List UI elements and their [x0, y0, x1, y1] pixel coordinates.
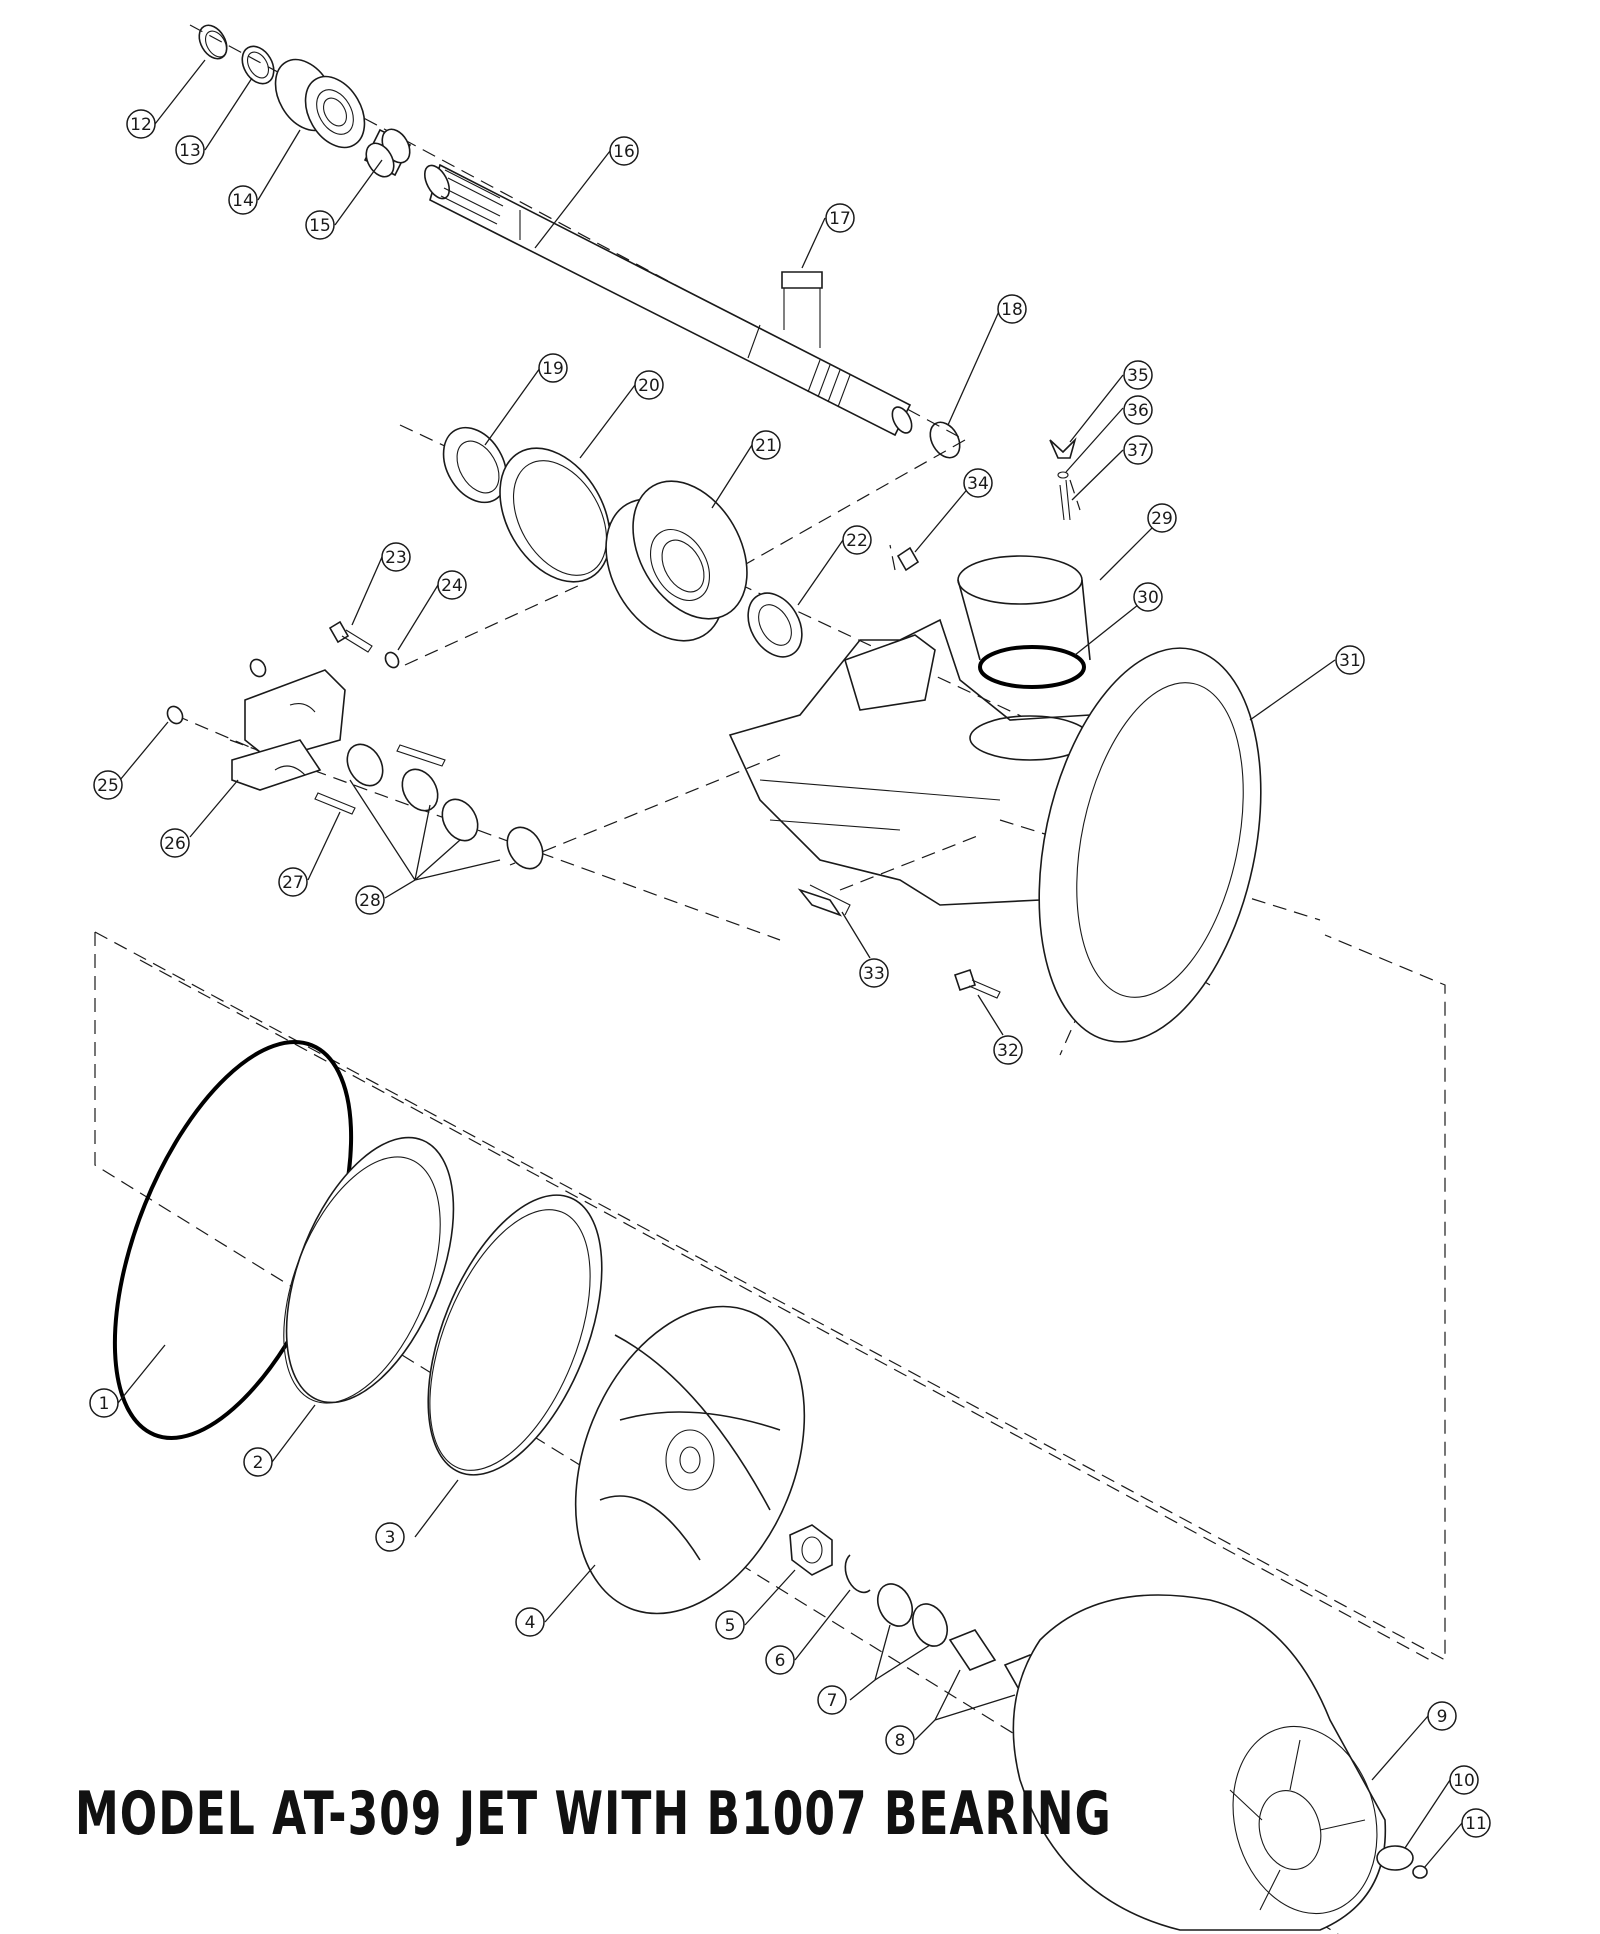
callout-20: 20: [634, 370, 664, 400]
svg-text:6: 6: [775, 1651, 786, 1671]
jet-housing: [728, 437, 1262, 1043]
svg-text:28: 28: [359, 891, 381, 911]
svg-text:4: 4: [525, 1613, 536, 1633]
callout-31: 31: [1335, 645, 1365, 675]
svg-text:23: 23: [385, 548, 407, 568]
svg-text:37: 37: [1127, 441, 1149, 461]
callout-23: 23: [381, 542, 411, 572]
callout-22: 22: [842, 525, 872, 555]
callout-4: 4: [515, 1607, 545, 1637]
svg-text:19: 19: [542, 359, 564, 379]
callout-5: 5: [715, 1610, 745, 1640]
callout-26: 26: [160, 828, 190, 858]
callout-28: 28: [355, 885, 385, 915]
callout-33: 33: [859, 958, 889, 988]
callout-3: 3: [375, 1522, 405, 1552]
svg-text:24: 24: [441, 576, 463, 596]
callout-11: 11: [1461, 1808, 1491, 1838]
callout-25: 25: [93, 770, 123, 800]
callout-16: 16: [609, 136, 639, 166]
diagram-title: MODEL AT-309 JET WITH B1007 BEARING: [75, 1780, 1112, 1849]
callout-32: 32: [993, 1035, 1023, 1065]
svg-text:15: 15: [309, 216, 331, 236]
svg-text:5: 5: [725, 1616, 736, 1636]
svg-text:14: 14: [232, 191, 254, 211]
svg-text:27: 27: [282, 873, 304, 893]
svg-text:29: 29: [1151, 509, 1173, 529]
svg-text:8: 8: [895, 1731, 906, 1751]
svg-text:17: 17: [829, 209, 851, 229]
callout-12: 12: [126, 109, 156, 139]
impeller-group: [112, 1040, 1428, 1931]
svg-text:16: 16: [613, 142, 635, 162]
svg-text:34: 34: [967, 474, 989, 494]
svg-text:31: 31: [1339, 651, 1361, 671]
svg-text:25: 25: [97, 776, 119, 796]
callout-10: 10: [1449, 1765, 1479, 1795]
svg-text:21: 21: [755, 436, 777, 456]
callout-7: 7: [817, 1685, 847, 1715]
svg-text:33: 33: [863, 964, 885, 984]
leader-lines: [117, 59, 1463, 1869]
callout-35: 35: [1123, 360, 1153, 390]
callout-19: 19: [538, 353, 568, 383]
svg-text:12: 12: [130, 115, 152, 135]
bracket-group: [166, 658, 544, 870]
callout-30: 30: [1133, 582, 1163, 612]
callout-8: 8: [885, 1725, 915, 1755]
svg-text:18: 18: [1001, 300, 1023, 320]
svg-text:2: 2: [253, 1453, 264, 1473]
callout-14: 14: [228, 185, 258, 215]
callout-2: 2: [243, 1447, 273, 1477]
callout-15: 15: [305, 210, 335, 240]
callout-24: 24: [437, 570, 467, 600]
callout-6: 6: [765, 1645, 795, 1675]
svg-text:35: 35: [1127, 366, 1149, 386]
callout-18: 18: [997, 294, 1027, 324]
callout-29: 29: [1147, 503, 1177, 533]
svg-text:36: 36: [1127, 401, 1149, 421]
svg-text:22: 22: [846, 531, 868, 551]
bearing-housing-group: [328, 426, 920, 669]
callout-27: 27: [278, 867, 308, 897]
svg-text:26: 26: [164, 834, 186, 854]
svg-text:20: 20: [638, 376, 660, 396]
svg-text:1: 1: [99, 1394, 110, 1414]
svg-text:32: 32: [997, 1041, 1019, 1061]
callout-34: 34: [963, 468, 993, 498]
svg-text:7: 7: [827, 1691, 838, 1711]
svg-text:30: 30: [1137, 588, 1159, 608]
svg-text:13: 13: [179, 141, 201, 161]
callout-37: 37: [1123, 435, 1153, 465]
callout-13: 13: [175, 135, 205, 165]
shaft-assembly: [198, 24, 961, 459]
callout-1: 1: [89, 1388, 119, 1418]
svg-text:9: 9: [1437, 1707, 1448, 1727]
svg-text:10: 10: [1453, 1771, 1475, 1791]
svg-text:11: 11: [1465, 1814, 1487, 1834]
callouts: 1 2 3 4 5 6 7 8 9 10 11 12 13 14 15 16 1…: [89, 109, 1491, 1838]
svg-text:3: 3: [385, 1528, 396, 1548]
callout-21: 21: [751, 430, 781, 460]
callout-17: 17: [825, 203, 855, 233]
callout-36: 36: [1123, 395, 1153, 425]
callout-9: 9: [1427, 1701, 1457, 1731]
